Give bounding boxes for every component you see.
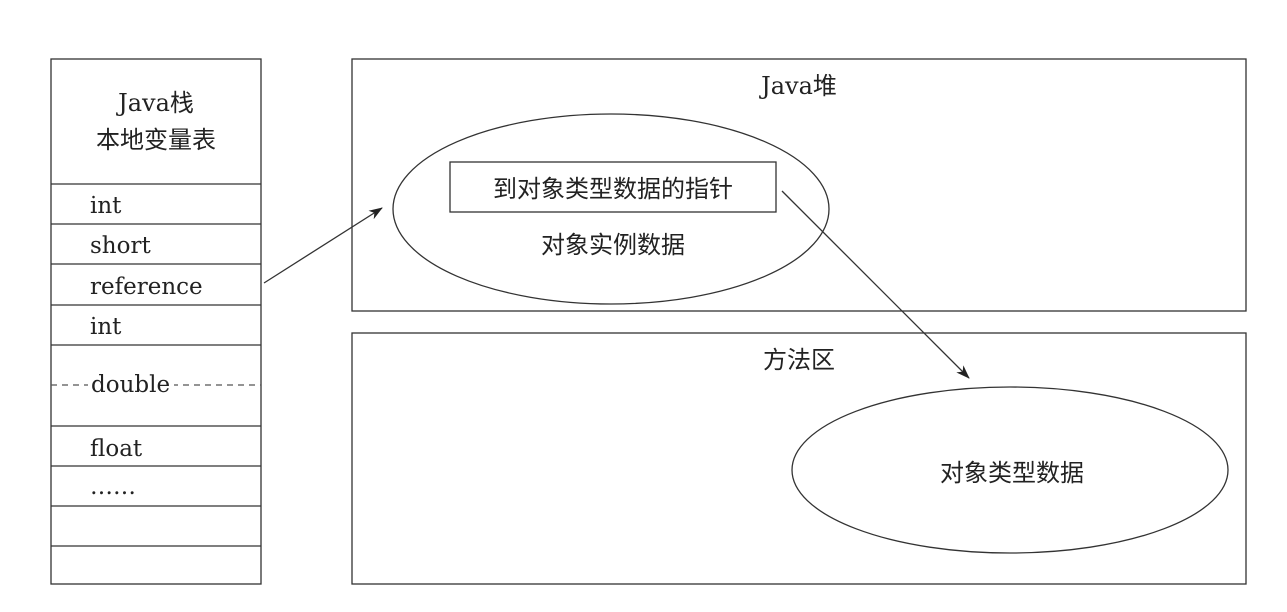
method-area: 方法区 对象类型数据 <box>351 332 1247 585</box>
local-variable-table-title: 本地变量表 <box>96 126 216 154</box>
java-stack: Java栈 本地变量表 int short reference int doub… <box>50 58 262 585</box>
stack-slot-int: int <box>90 193 122 219</box>
object-instance-ellipse <box>392 113 830 305</box>
object-type-data-label: 对象类型数据 <box>940 459 1084 487</box>
reference-arrow <box>263 207 383 284</box>
type-pointer-box <box>449 161 777 213</box>
java-heap-title: Java堆 <box>758 72 837 100</box>
stack-slot-ellipsis: …… <box>90 474 136 500</box>
stack-slot-float: float <box>90 436 143 462</box>
method-area-frame <box>351 332 1247 585</box>
stack-slot-short: short <box>90 233 151 259</box>
stack-slot-reference: reference <box>90 274 203 300</box>
object-type-data-ellipse <box>791 386 1229 554</box>
type-pointer-label: 到对象类型数据的指针 <box>493 175 733 203</box>
java-stack-frame <box>50 58 262 585</box>
type-pointer-arrow <box>781 190 970 379</box>
stack-slot-double: double <box>91 372 170 398</box>
method-area-title: 方法区 <box>763 346 835 374</box>
stack-slot-int: int <box>90 314 122 340</box>
java-heap: Java堆 到对象类型数据的指针 对象实例数据 <box>351 58 1247 312</box>
java-stack-title: Java栈 <box>115 89 194 117</box>
object-instance-label: 对象实例数据 <box>541 231 685 259</box>
java-heap-frame <box>351 58 1247 312</box>
double-label-mask <box>88 371 174 395</box>
